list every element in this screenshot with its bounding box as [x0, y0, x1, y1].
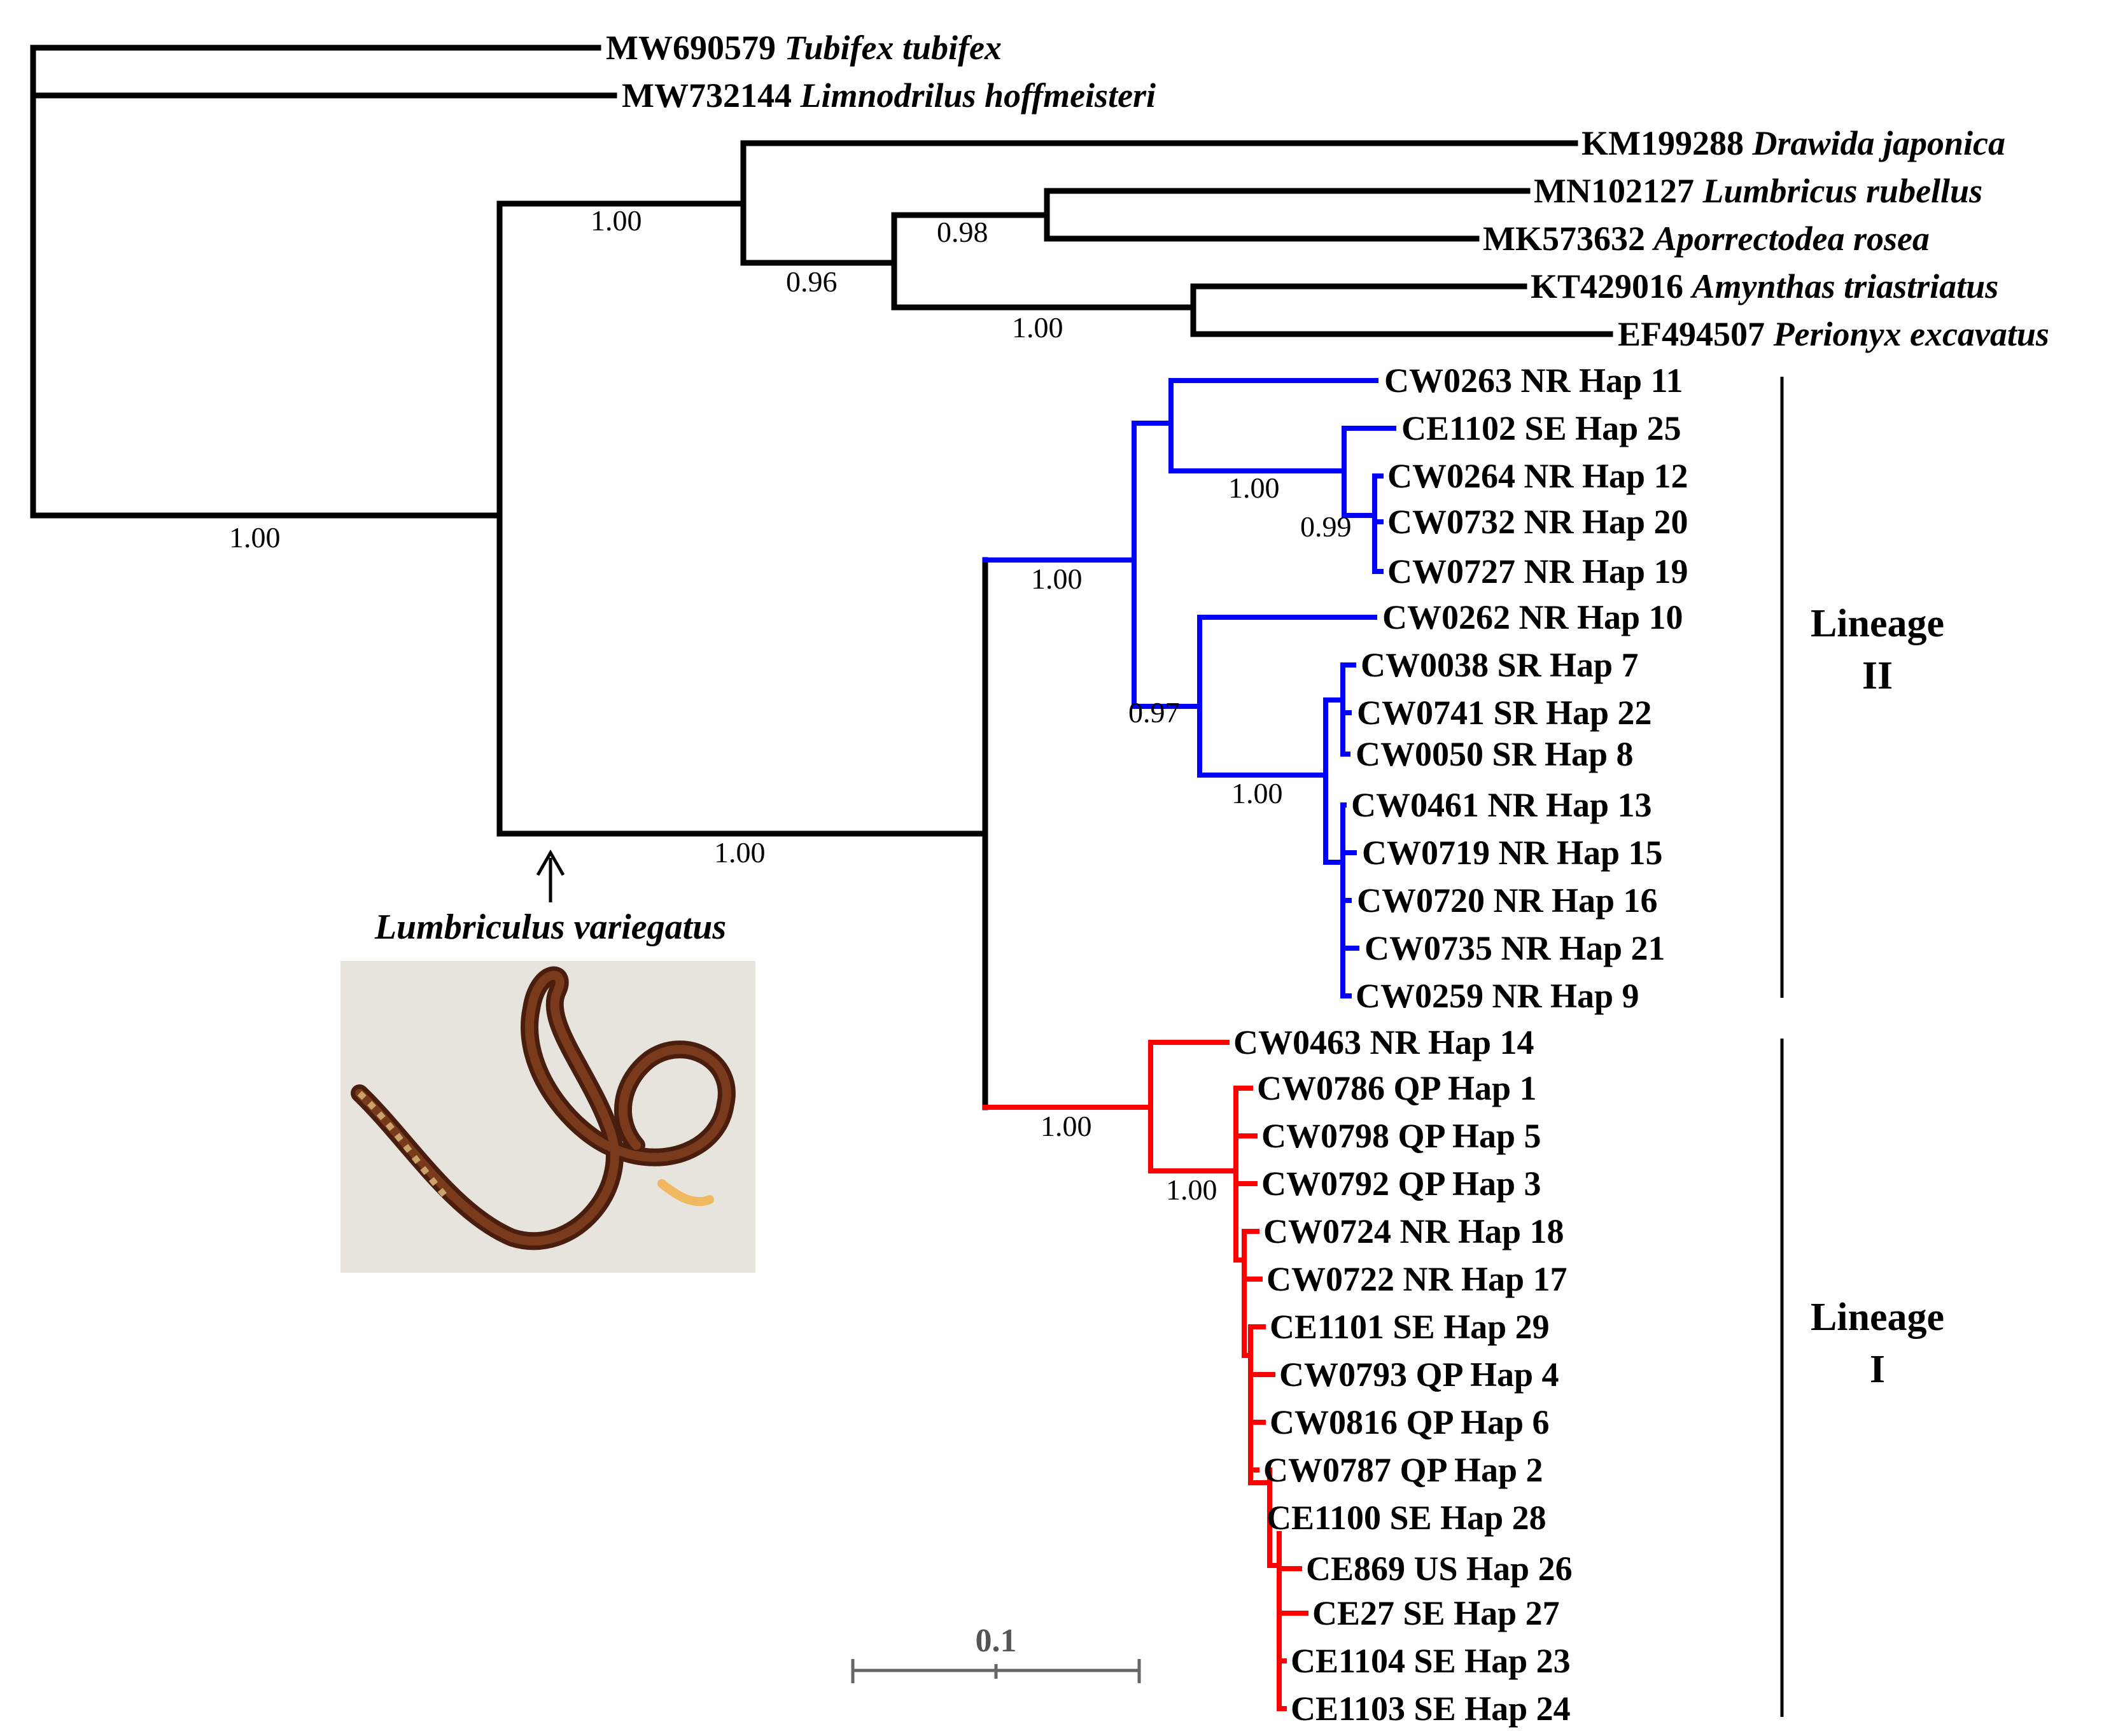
tip-label-limnodrilus: MW732144 Limnodrilus hoffmeisteri	[622, 76, 1156, 115]
lineage-ii-label: Lineage	[1811, 602, 1944, 645]
tip-label-perionyx: EF494507 Perionyx excavatus	[1618, 315, 2049, 353]
tip-label: CW0798 QP Hap 5	[1261, 1117, 1541, 1155]
tip-label: CW0038 SR Hap 7	[1361, 646, 1639, 684]
tip-label: CW0735 NR Hap 21	[1364, 929, 1666, 967]
tip-label: CE1101 SE Hap 29	[1270, 1308, 1550, 1346]
support-value: 1.00	[1231, 777, 1283, 809]
tip-label: CW0262 NR Hap 10	[1382, 598, 1683, 636]
tip-label: CE869 US Hap 26	[1306, 1550, 1573, 1588]
support-value: 0.97	[1128, 696, 1180, 729]
tip-label: CW0259 NR Hap 9	[1356, 977, 1639, 1015]
support-value: 1.00	[1031, 563, 1083, 595]
support-value: 1.00	[591, 204, 642, 237]
tip-label: CW0741 SR Hap 22	[1357, 694, 1652, 732]
tip-label-aporrectodea: MK573632 Aporrectodea rosea	[1483, 220, 1930, 258]
tip-label: CW0816 QP Hap 6	[1270, 1403, 1550, 1441]
arrow-up-icon	[536, 849, 565, 902]
support-value: 0.96	[786, 265, 838, 298]
support-value: 1.00	[229, 521, 281, 554]
support-value: 0.98	[937, 216, 988, 248]
tip-label: CW0732 NR Hap 20	[1387, 503, 1688, 541]
lineage-ii-branches	[983, 378, 1396, 998]
outgroup-branches	[30, 45, 1613, 1110]
species-caption: Lumbriculus variegatus	[374, 907, 726, 947]
lineage-i-label: Lineage	[1811, 1296, 1944, 1339]
lineage-ii-numeral: II	[1862, 654, 1893, 697]
tip-label: CW0264 NR Hap 12	[1387, 457, 1688, 495]
lineage-i-numeral: I	[1870, 1348, 1885, 1391]
tip-label: CW0786 QP Hap 1	[1257, 1069, 1537, 1107]
support-value: 1.00	[1012, 311, 1063, 344]
tip-label: CW0263 NR Hap 11	[1384, 361, 1683, 400]
tip-label: CE1103 SE Hap 24	[1291, 1690, 1571, 1728]
scale-bar	[851, 1659, 1141, 1683]
tip-label: CW0720 NR Hap 16	[1357, 881, 1658, 920]
tip-label: CW0050 SR Hap 8	[1356, 735, 1634, 773]
tip-label: CE1100 SE Hap 28	[1266, 1499, 1546, 1537]
tip-label: CW0727 NR Hap 19	[1387, 552, 1688, 591]
tip-label: CE1104 SE Hap 23	[1291, 1642, 1571, 1680]
tip-label: CW0463 NR Hap 14	[1233, 1023, 1534, 1061]
support-value: 0.99	[1300, 510, 1352, 543]
tip-label: CW0787 QP Hap 2	[1263, 1451, 1543, 1489]
worm-photo	[340, 961, 755, 1273]
tip-label-drawida: KM199288 Drawida japonica	[1581, 124, 2005, 162]
support-value: 1.00	[714, 836, 766, 869]
support-value: 1.00	[1041, 1110, 1092, 1142]
scale-bar-label: 0.1	[976, 1623, 1017, 1659]
tip-label: CW0719 NR Hap 15	[1362, 834, 1663, 872]
tip-label: CE27 SE Hap 27	[1312, 1594, 1560, 1632]
tip-label: CW0793 QP Hap 4	[1279, 1355, 1559, 1394]
tip-label: CW0461 NR Hap 13	[1351, 786, 1652, 824]
tip-label: CW0792 QP Hap 3	[1261, 1165, 1541, 1203]
tip-label-amynthas: KT429016 Amynthas triastriatus	[1531, 267, 1998, 305]
lineage-i-branches	[983, 1040, 1308, 1711]
tip-label: CW0724 NR Hap 18	[1263, 1212, 1564, 1250]
tip-label: CW0722 NR Hap 17	[1266, 1260, 1567, 1298]
tip-label: CE1102 SE Hap 25	[1401, 409, 1681, 447]
support-value: 1.00	[1166, 1173, 1217, 1206]
tip-label-lumbricus: MN102127 Lumbricus rubellus	[1534, 172, 1982, 210]
tip-label-tubifex: MW690579 Tubifex tubifex	[606, 29, 1002, 67]
support-value: 1.00	[1228, 472, 1280, 504]
